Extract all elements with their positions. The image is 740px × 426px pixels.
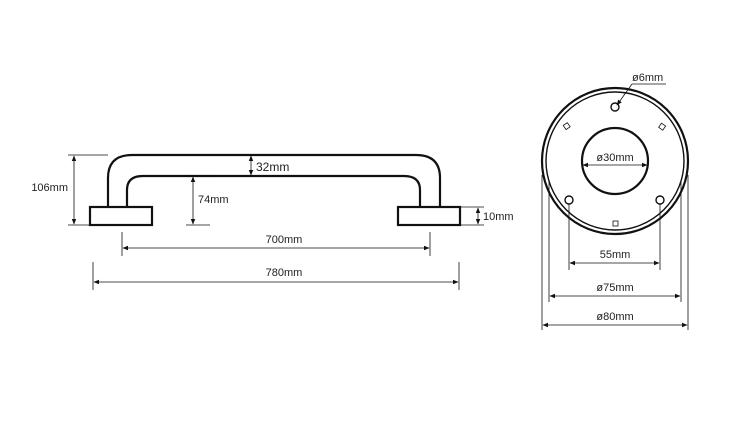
- dimension-700: 700mm: [121, 232, 431, 256]
- dimension-label-75: ø75mm: [596, 282, 633, 294]
- marker-square-bottom: [612, 220, 619, 227]
- marker-square-right: [658, 122, 667, 131]
- dimension-32: 32mm: [248, 155, 289, 176]
- tube-inner-outline: [125, 174, 422, 207]
- cover-inner-circle: [545, 91, 685, 231]
- dimension-80: ø80mm: [542, 311, 688, 328]
- dimension-label-80: ø80mm: [596, 311, 633, 323]
- dimension-75: ø75mm: [549, 282, 681, 299]
- dimension-label-780: 780mm: [266, 267, 303, 279]
- grab-bar-side-view: [88, 153, 462, 227]
- dimension-55: 55mm: [569, 249, 660, 266]
- flange-front-view: [540, 86, 690, 330]
- tube-outer-outline: [106, 153, 442, 207]
- dimension-label-106: 106mm: [31, 182, 68, 194]
- dimension-label-6: ø6mm: [632, 72, 663, 84]
- dimension-10: 10mm: [460, 206, 514, 226]
- marker-square-left: [562, 122, 571, 131]
- dimension-106: 106mm: [31, 154, 108, 226]
- dimension-74: 74mm: [186, 175, 229, 226]
- dimension-label-30: ø30mm: [596, 152, 633, 164]
- dimension-780: 780mm: [92, 262, 460, 290]
- dimension-label-74: 74mm: [198, 194, 229, 206]
- right-flange: [396, 205, 462, 227]
- bore-circle: [580, 126, 650, 196]
- screw-hole-right: [655, 195, 665, 205]
- screw-hole-top: [610, 102, 620, 112]
- dimension-label-10: 10mm: [483, 211, 514, 223]
- screw-hole-left: [564, 195, 574, 205]
- dimension-label-32: 32mm: [256, 160, 289, 174]
- dimension-label-55: 55mm: [600, 249, 631, 261]
- dimension-hole-6: ø6mm: [616, 72, 666, 106]
- left-flange: [88, 205, 154, 227]
- dimension-label-700: 700mm: [266, 234, 303, 246]
- dimension-bore-30: ø30mm: [582, 152, 648, 168]
- flange-outer-circle: [540, 86, 690, 236]
